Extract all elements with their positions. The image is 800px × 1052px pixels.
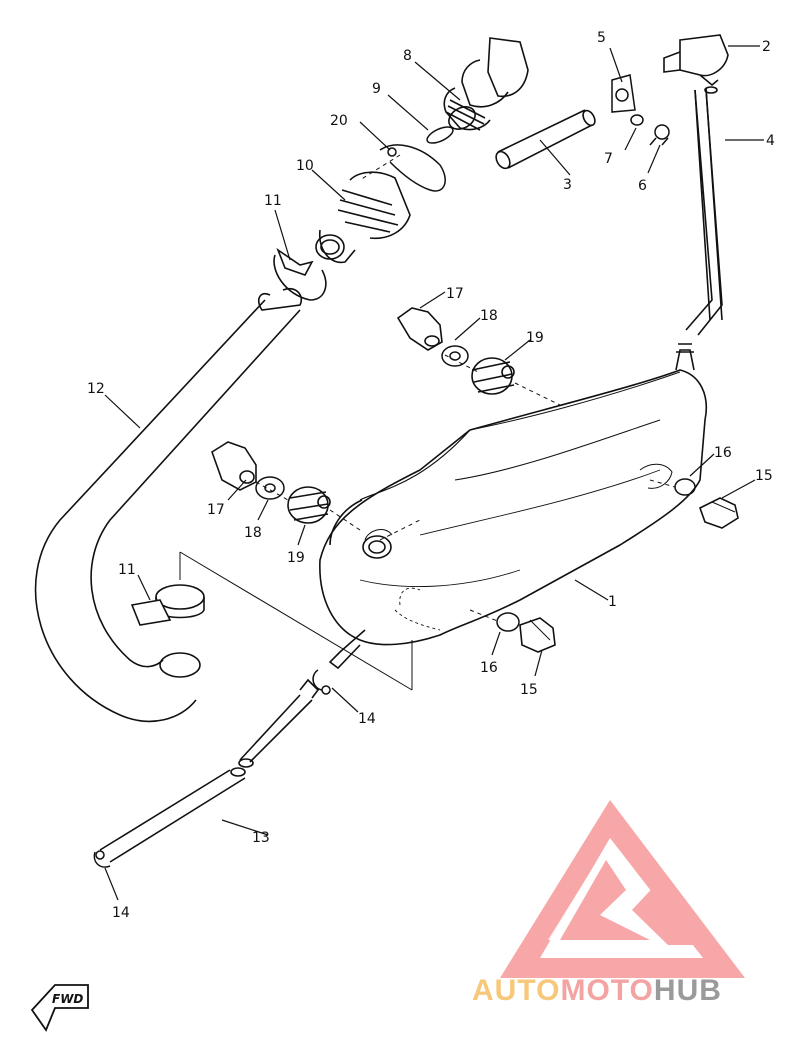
callout-1: 1 — [608, 594, 617, 610]
callout-13: 13 — [252, 830, 270, 846]
callout-16-upper: 16 — [714, 445, 732, 461]
watermark-text: AUTOMOTOHUB — [472, 974, 722, 1007]
oil-tank — [319, 343, 707, 670]
callout-3: 3 — [563, 177, 572, 193]
hose-clamp-lower — [130, 584, 205, 626]
hose-clamp-upper — [273, 247, 327, 301]
callout-14-middle: 14 — [358, 711, 376, 727]
bolt-right-lower — [519, 617, 556, 653]
leader-lines — [104, 45, 764, 901]
outlet-fitting — [663, 34, 729, 87]
mount-grommet-upper — [471, 357, 515, 395]
callout-10: 10 — [296, 158, 314, 174]
callout-11-lower: 11 — [118, 562, 136, 578]
callout-2: 2 — [762, 39, 771, 55]
mount-collar-upper — [396, 307, 443, 351]
callout-6: 6 — [638, 178, 647, 194]
washer-right-lower — [496, 612, 520, 632]
watermark-logo — [500, 800, 745, 978]
callout-14-bottom: 14 — [112, 905, 130, 921]
callout-19-upper: 19 — [526, 330, 544, 346]
callout-4: 4 — [766, 133, 775, 149]
callout-19-lower: 19 — [287, 550, 305, 566]
callout-16-lower: 16 — [480, 660, 498, 676]
watermark-moto: MOTO — [560, 974, 653, 1007]
filler-hose — [34, 287, 302, 723]
watermark-hub: HUB — [654, 974, 722, 1007]
fwd-direction-marker: FWD — [30, 984, 89, 1032]
callout-11-upper: 11 — [264, 193, 282, 209]
hose-clip-bottom — [93, 850, 111, 868]
callout-20: 20 — [330, 113, 348, 129]
mount-collar-lower — [211, 441, 257, 491]
filler-cap — [443, 37, 529, 131]
callout-17-upper: 17 — [446, 286, 464, 302]
bracket — [611, 74, 636, 113]
callout-12: 12 — [87, 381, 105, 397]
callout-17-lower: 17 — [207, 502, 225, 518]
svg-text:AUTOMOTOHUB: AUTOMOTOHUB — [472, 974, 722, 1007]
mount-washer-lower — [255, 476, 285, 500]
watermark-auto: AUTO — [472, 974, 560, 1007]
callout-labels: 1 2 3 4 5 6 7 8 9 10 11 11 12 13 14 14 1… — [87, 30, 775, 921]
callout-7: 7 — [604, 151, 613, 167]
fwd-label: FWD — [52, 992, 83, 1006]
drain-hose — [99, 678, 320, 863]
washer-small — [630, 114, 644, 126]
bolt-right-upper — [699, 497, 739, 529]
callout-9: 9 — [372, 81, 381, 97]
callout-8: 8 — [403, 48, 412, 64]
retaining-clip — [379, 144, 446, 192]
bolt-small — [649, 124, 670, 146]
mount-grommet-lower — [287, 486, 331, 524]
assembly-lines — [255, 154, 676, 623]
callout-15-upper: 15 — [755, 468, 773, 484]
callout-18-upper: 18 — [480, 308, 498, 324]
washer-right-upper — [674, 478, 696, 496]
reference-lines — [179, 551, 413, 691]
hose-clip-middle — [312, 669, 331, 695]
filler-neck — [315, 171, 411, 264]
o-ring — [426, 126, 454, 144]
oil-line — [685, 86, 723, 336]
hose-section — [495, 109, 596, 170]
callout-15-lower: 15 — [520, 682, 538, 698]
callout-5: 5 — [597, 30, 606, 46]
callout-18-lower: 18 — [244, 525, 262, 541]
